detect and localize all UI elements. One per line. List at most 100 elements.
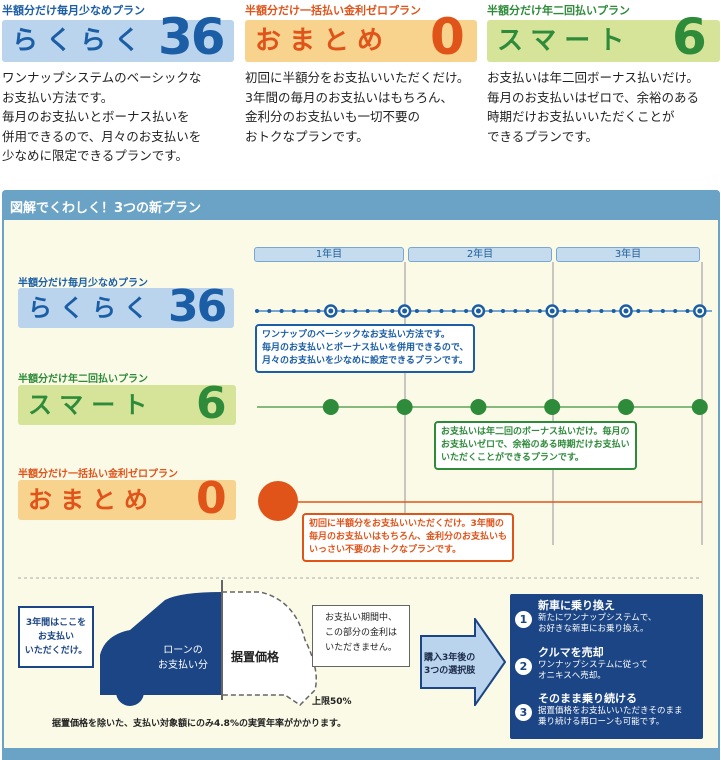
arrow-line: 購入3年後の [424, 653, 476, 663]
desc-line: 金利分のお支払いも一切不要の [245, 109, 421, 124]
bonus-payment-dot [618, 399, 634, 415]
plan-number: 6 [672, 8, 707, 66]
callout-smart: お支払いは年二回のボーナス払いだけ。毎月のお支払いゼロで、余裕のある時期だけお支… [434, 421, 637, 470]
row-label-omatome: 半額分だけ一括払い金利ゼロプラン [18, 469, 178, 480]
desc-line: 少なめに限定できるプランです。 [2, 148, 189, 163]
diagram-title: 図解でくわしく！3つの新プラン [2, 190, 720, 220]
monthly-payment-dot [304, 309, 309, 313]
monthly-payment-dot [537, 309, 542, 313]
callout-line: お支払いゼロで、余裕のある時期だけお支払い [441, 440, 630, 450]
monthly-payment-dot [427, 309, 432, 313]
plan-description: ワンナップシステムのベーシックなお支払い方法です。毎月のお支払いとボーナス払いを… [2, 68, 201, 166]
desc-line: できるプランです。 [487, 128, 599, 144]
row-name-rakuraku: らくらく [18, 288, 234, 328]
monthly-payment-dot [451, 309, 456, 313]
row-label-smart: 半額分だけ年二回払いプラン [18, 374, 148, 385]
monthly-payment-dot [365, 309, 370, 313]
plan-number: 36 [158, 8, 226, 66]
desc-line: 併用できるので、月々のお支払いを [2, 128, 202, 144]
plan-label: 半額分だけ毎月少なめプラン [2, 4, 145, 17]
plan-name: スマート [487, 20, 720, 62]
panel-footer-bar [2, 748, 720, 760]
desc-line: 毎月のお支払いはゼロで、余裕のある [487, 89, 700, 105]
option-desc: お好きな新車にお乗り換え。 [538, 624, 649, 634]
plan-description: お支払いは年二回ボーナス払いだけ。毎月のお支払いはゼロで、余裕のある時期だけお支… [487, 68, 699, 146]
monthly-payment-dot [353, 309, 358, 313]
car-illustration [100, 580, 317, 706]
row-label-rakuraku: 半額分だけ毎月少なめプラン [18, 278, 148, 289]
option-title: そのまま乗り続ける [538, 692, 637, 705]
monthly-payment-dot [267, 309, 272, 313]
bonus-payment-dot [396, 399, 413, 415]
desc-line: 毎月のお支払いとボーナス払いを [2, 109, 190, 124]
plan-label: 半額分だけ一括払い金利ゼロプラン [245, 4, 421, 17]
monthly-payment-dot [599, 309, 604, 313]
desc-line: 時期だけお支払いいただくことが [487, 109, 675, 124]
callout-line: 毎月のお支払いはもちろん、金利分のお支払いも [309, 532, 508, 542]
monthly-payment-dot [513, 309, 518, 313]
option-title: クルマを売却 [538, 646, 604, 659]
note-line: お支払い期間中、 [324, 613, 397, 623]
option-title: 新車に乗り換え [538, 599, 615, 612]
monthly-payment-dot [439, 309, 444, 313]
callout-line: いっさい不要のおトクなプランです。 [309, 545, 462, 555]
row-number-rakuraku: 36 [168, 281, 227, 332]
option-3: 3 そのまま乗り続ける 据置価格をお支払いいただきそのまま乗り続ける再ローンも可… [510, 687, 703, 739]
row-name-smart: スマート [18, 385, 236, 425]
monthly-payment-dot [255, 309, 259, 313]
bonus-payment-center [328, 308, 334, 314]
option-desc: オニキスへ売却。 [538, 671, 606, 681]
callout-line: 月々のお支払いを少なめに設定できるプランです。 [262, 356, 468, 366]
monthly-payment-dot [414, 309, 419, 313]
callout-line: 初回に半額分をお支払いいただくだけ。3年間の [309, 519, 504, 529]
callout-line: いただくことができるプランです。 [441, 453, 584, 463]
bonus-payment-center [402, 308, 408, 314]
note-line: この部分の金利は [324, 628, 397, 638]
plan-name: らくらく [2, 20, 234, 62]
loan-label: ローンのお支払い分 [148, 643, 218, 673]
callout-omatome: 初回に半額分をお支払いいただくだけ。3年間の毎月のお支払いはもちろん、金利分のお… [302, 513, 515, 562]
bonus-payment-center [475, 308, 481, 314]
year-3-tab: 3年目 [556, 247, 700, 262]
monthly-payment-dot [341, 309, 346, 313]
monthly-payment-dot [611, 309, 616, 313]
option-desc: ワンナップシステムに従って [538, 660, 648, 670]
monthly-payment-dot [316, 309, 321, 313]
plan-description: 初回に半額分をお支払いいただくだけ。3年間の毎月のお支払いはもちろん、金利分のお… [245, 68, 469, 146]
loan-line: お支払い分 [158, 660, 208, 671]
callout-line: ワンナップのベーシックなお支払い方法です。 [262, 330, 450, 340]
note-line: いただくだけ。 [24, 646, 88, 656]
bonus-payment-center [623, 308, 629, 314]
monthly-payment-dot [685, 309, 690, 313]
plan-label: 半額分だけ年二回払いプラン [487, 4, 630, 17]
monthly-payment-dot [464, 309, 469, 313]
monthly-payment-dot [562, 309, 567, 313]
plan-name: おまとめ [245, 20, 477, 62]
residual-price-label: 据置価格 [231, 650, 280, 664]
desc-line: おトクなプランです。 [245, 128, 369, 144]
monthly-payment-dot [501, 309, 505, 313]
monthly-payment-dot [291, 309, 296, 313]
callout-line: 毎月のお支払いとボーナス払いを併用できるので、 [262, 343, 469, 353]
year-1-tab: 1年目 [254, 247, 404, 262]
monthly-payment-dot [488, 309, 493, 313]
row-name-omatome: おまとめ [18, 480, 236, 520]
row-number-smart: 6 [196, 378, 227, 429]
limit-label: 上限50% [312, 697, 352, 707]
option-2: 2 クルマを売却 ワンナップシステムに従ってオニキスへ売却。 [510, 641, 703, 693]
footnote: 据置価格を除いた、支払い対象額にのみ4.8%の実質年率がかかります。 [52, 719, 347, 729]
bonus-payment-center [549, 308, 555, 314]
year-2-tab: 2年目 [408, 247, 552, 262]
note-line: いただきません。 [325, 643, 397, 653]
note-no-interest: お支払い期間中、この部分の金利はいただきません。 [312, 605, 410, 667]
option-1: 1 新車に乗り換え 新たにワンナップシステムで、お好きな新車にお乗り換え。 [510, 594, 703, 646]
note-line: 3年間はここを [25, 618, 87, 628]
payment-timeline [18, 304, 712, 579]
number-badge: 2 [515, 658, 532, 675]
note-line: お支払い [37, 632, 74, 642]
desc-line: お支払いは年二回ボーナス払いだけ。 [487, 70, 699, 85]
monthly-payment-dot [390, 309, 395, 313]
number-badge: 1 [515, 611, 532, 628]
option-desc: 新たにワンナップシステムで、 [538, 613, 657, 623]
